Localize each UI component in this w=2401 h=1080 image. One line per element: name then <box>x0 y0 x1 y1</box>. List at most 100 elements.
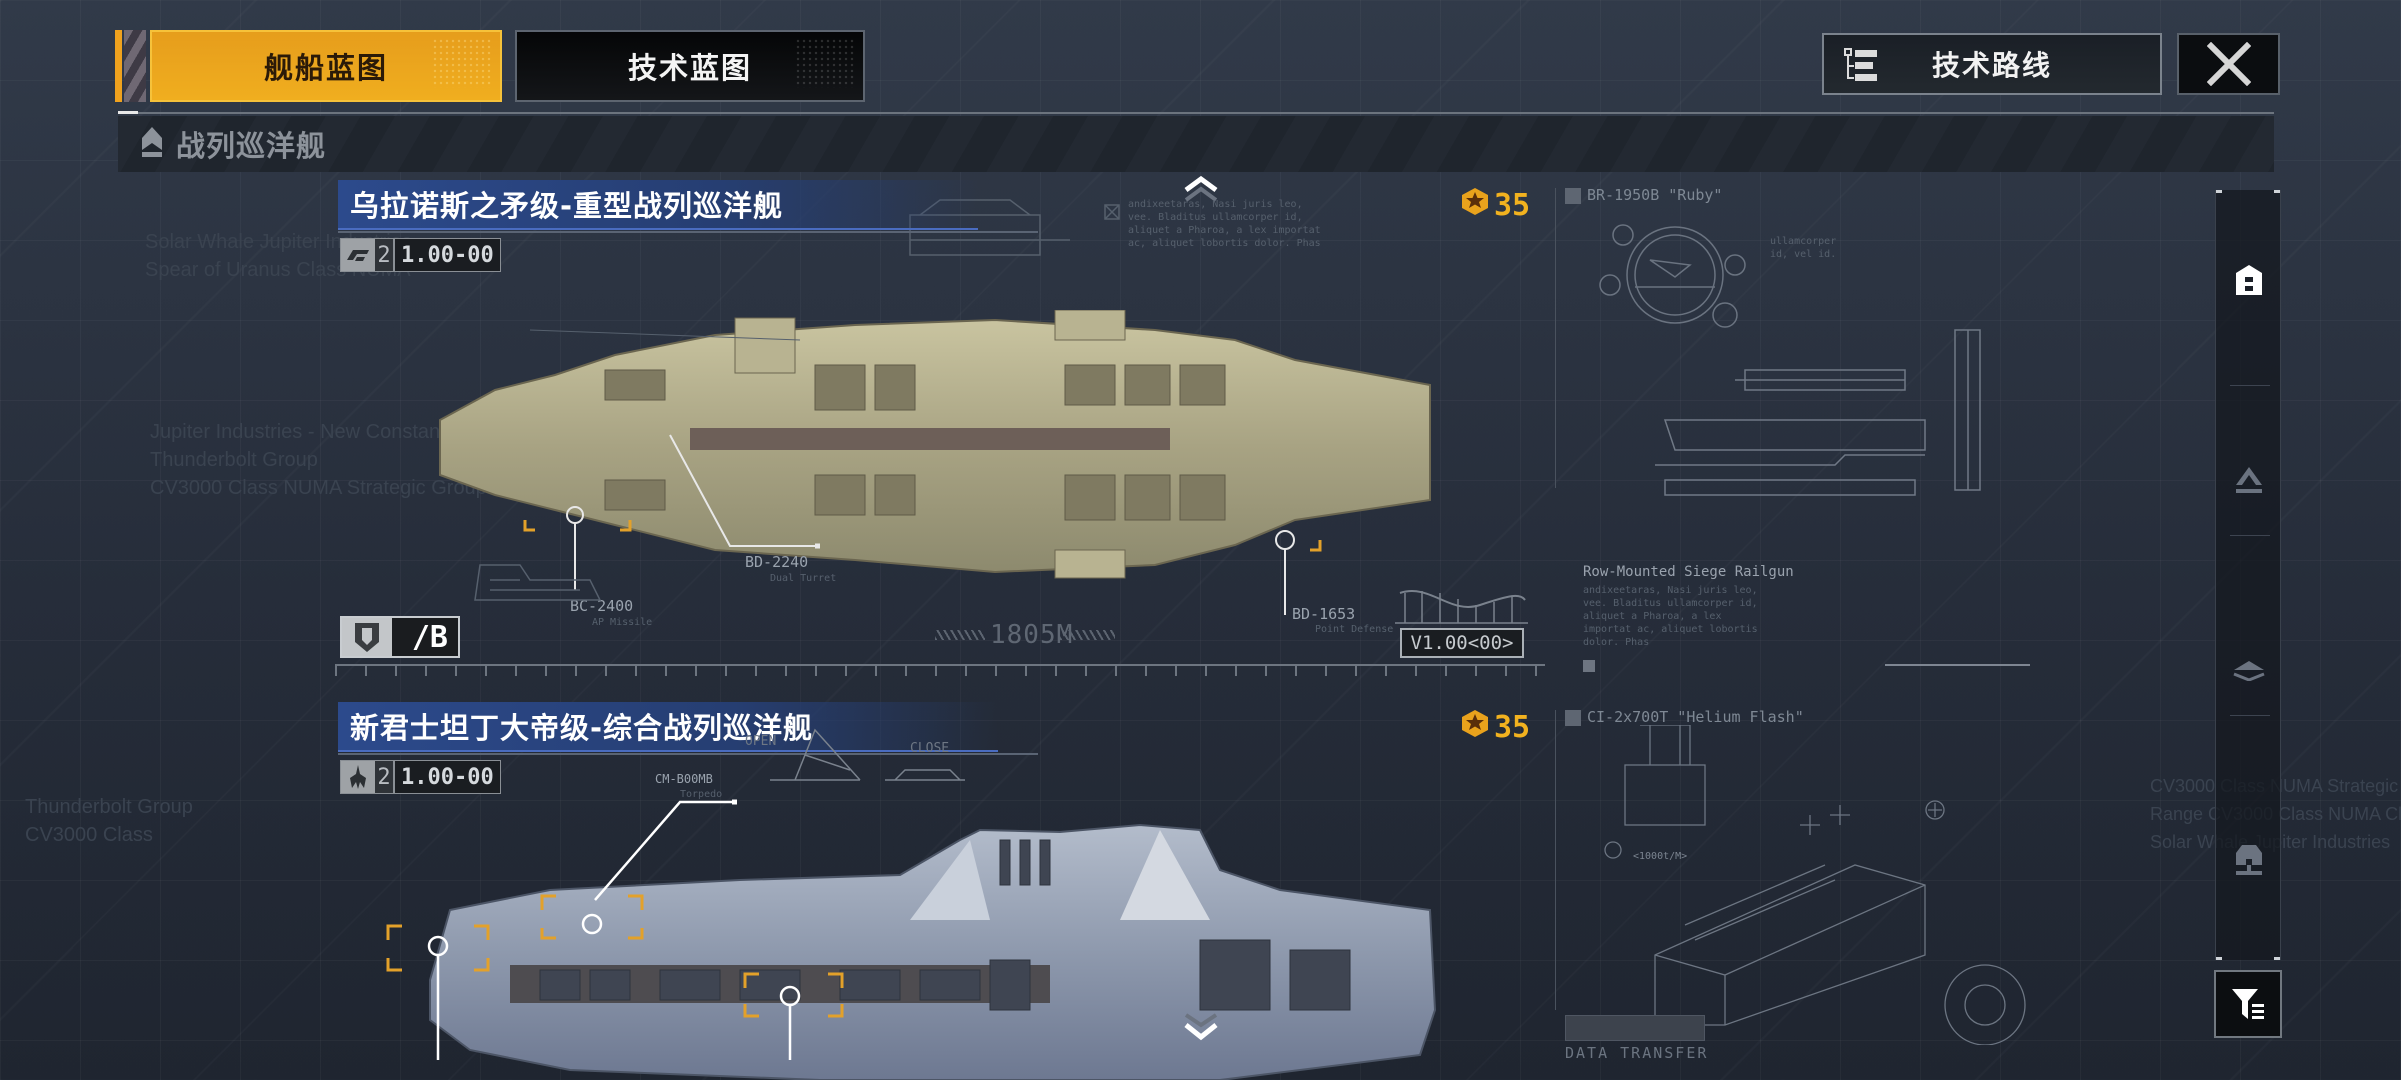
turret-ring-sketch <box>1599 224 1746 328</box>
bg-line: CV3000 Class <box>25 824 153 846</box>
frigate-chevron-icon <box>2236 467 2262 493</box>
callout-sublabel: Point Defense <box>1315 624 1394 635</box>
ship-card-1[interactable]: 乌拉诺斯之矛级-重型战列巡洋舰 2 1.00-00 35 <box>338 180 1548 680</box>
category-divider-highlight <box>118 111 138 114</box>
filter-icon <box>2232 989 2264 1019</box>
version-label: V1.00<00> <box>1400 628 1524 658</box>
tab-ship-blueprint[interactable]: 舰船蓝图 <box>150 30 502 102</box>
rail-item-carrier[interactable] <box>2216 830 2282 890</box>
rank-value: 35 <box>1494 187 1531 223</box>
rail-separator <box>2230 385 2270 386</box>
rail-corner <box>2274 190 2280 193</box>
battlecruiser-chevron-icon <box>140 126 164 162</box>
carrier-dome-icon <box>2236 845 2262 875</box>
title-underline <box>338 753 1038 755</box>
shield-icon <box>342 618 392 656</box>
blueprint-panel: BR-1950B "Ruby" ullamcorper id, vel id. … <box>1555 180 2075 1080</box>
turret-note: ullamcorper id, vel id. <box>1770 236 1837 260</box>
hatch-open-close-diagram <box>770 728 965 781</box>
length-hatch-right <box>1060 630 1115 640</box>
callout-sublabel: AP Missile <box>592 617 653 628</box>
armor-class-badge: /B <box>340 616 460 658</box>
data-transfer-label: DATA TRANSFER <box>1565 1044 1709 1062</box>
category-divider <box>118 112 2274 114</box>
rank-badge: 35 <box>1460 186 1530 224</box>
wave-gauge-graphic <box>1395 590 1528 624</box>
rail-item-hangar[interactable] <box>2216 250 2282 310</box>
hangar-icon <box>2236 265 2262 295</box>
weapon-1-label: BR-1950B "Ruby" <box>1587 186 1723 204</box>
code-tier: 2 <box>375 239 395 271</box>
filter-button[interactable] <box>2214 970 2282 1038</box>
strike-ship-icon <box>341 761 375 793</box>
weapon-3-swatch <box>1565 710 1581 726</box>
tab-stripe-decoration <box>124 30 146 102</box>
rail-corner <box>2216 957 2222 960</box>
length-ruler <box>335 664 1545 676</box>
rail-separator <box>2230 535 2270 536</box>
tech-route-label: 技术路线 <box>1931 49 2052 82</box>
background-text-left-bottom: Thunderbolt Group CV3000 Class <box>25 793 193 849</box>
callout-sublabel: Torpedo <box>680 789 723 800</box>
blueprint-engine-sketch <box>474 564 602 601</box>
scroll-down-button[interactable] <box>1183 1012 1219 1046</box>
diagram-label-close: CLOSE <box>910 741 950 756</box>
callout-label: CM-B00MB <box>655 772 713 786</box>
ship-2-callout-lines <box>386 799 844 1060</box>
ship-length-label: 1805M <box>990 620 1074 650</box>
close-x-icon <box>2206 42 2251 86</box>
category-label: 战列巡洋舰 <box>176 129 327 163</box>
rail-item-frigate[interactable] <box>2216 450 2282 510</box>
dot-pattern <box>795 38 855 88</box>
tab-label: 技术蓝图 <box>627 51 752 85</box>
bg-line: Thunderbolt Group <box>150 449 318 471</box>
ship-title: 乌拉诺斯之矛级-重型战列巡洋舰 <box>338 180 978 230</box>
panel-progress-line <box>1885 664 2030 666</box>
callout-label: BC-2400 <box>570 597 634 615</box>
bg-line: CV3000 Class NUMA Strategic Group Carrie… <box>150 477 554 499</box>
background-text-left-mid: Jupiter Industries - New Constantine Cla… <box>150 418 553 502</box>
category-bar: 战列巡洋舰 <box>118 116 2274 172</box>
tab-tech-blueprint[interactable]: 技术蓝图 <box>515 30 865 102</box>
ship-code-badge: 2 1.00-00 <box>340 760 501 794</box>
ship-title-text: 新君士坦丁大帝级-综合战列巡洋舰 <box>350 711 814 745</box>
cannon-sketch <box>1604 725 2026 1045</box>
tab-accent-bar <box>115 30 122 102</box>
code-version: 1.00-00 <box>395 239 500 271</box>
ship-card-2[interactable]: 新君士坦丁大帝级-综合战列巡洋舰 2 1.00-00 35 <box>338 702 1548 1080</box>
code-tier: 2 <box>375 761 395 793</box>
rail-separator <box>2230 715 2270 716</box>
tech-route-button[interactable]: 技术路线 <box>1822 33 2162 95</box>
ship-code-badge: 2 1.00-00 <box>340 238 501 272</box>
callout-sublabel: Dual Turret <box>770 573 837 584</box>
length-hatch-left <box>935 630 985 640</box>
chevron-down-icon <box>1184 1013 1218 1041</box>
panel-vertical-rule <box>1555 710 1556 1010</box>
rail-corner <box>2216 190 2222 193</box>
weapon-3-label: CI-2x700T "Helium Flash" <box>1587 708 1804 726</box>
title-underline <box>338 231 1038 233</box>
panel-vertical-rule <box>1555 188 1556 488</box>
star-badge-icon <box>1460 186 1490 224</box>
bg-line: Jupiter Industries - New Constantine Cla… <box>150 421 528 443</box>
tech-tree-icon <box>1844 48 1880 88</box>
rank-badge: 35 <box>1460 708 1530 746</box>
rail-corner <box>2274 957 2280 960</box>
diagram-label-open: OPEN <box>745 734 777 749</box>
ship-1-hull-image[interactable] <box>435 310 1435 580</box>
rail-item-destroyer[interactable] <box>2216 640 2282 700</box>
chevron-up-icon <box>1184 175 1218 202</box>
ship-class-rail <box>2215 190 2281 960</box>
scroll-up-button[interactable] <box>1183 175 1219 206</box>
railgun-sketch <box>1655 329 1981 496</box>
blueprint-lorem-top: andixeetaras, Nasi juris leo, vee. Bladi… <box>1128 199 1321 249</box>
weapon-swatch <box>1565 188 1581 204</box>
star-badge-icon <box>1460 708 1490 746</box>
close-button[interactable] <box>2177 33 2280 95</box>
ship-title: 新君士坦丁大帝级-综合战列巡洋舰 <box>338 702 998 752</box>
destroyer-layer-icon <box>2233 661 2265 681</box>
data-transfer-bar <box>1565 1015 1705 1041</box>
armor-value: /B <box>392 618 458 656</box>
ship-1-callout-lines <box>523 329 1322 615</box>
manufacturer-logo-icon <box>341 239 375 271</box>
